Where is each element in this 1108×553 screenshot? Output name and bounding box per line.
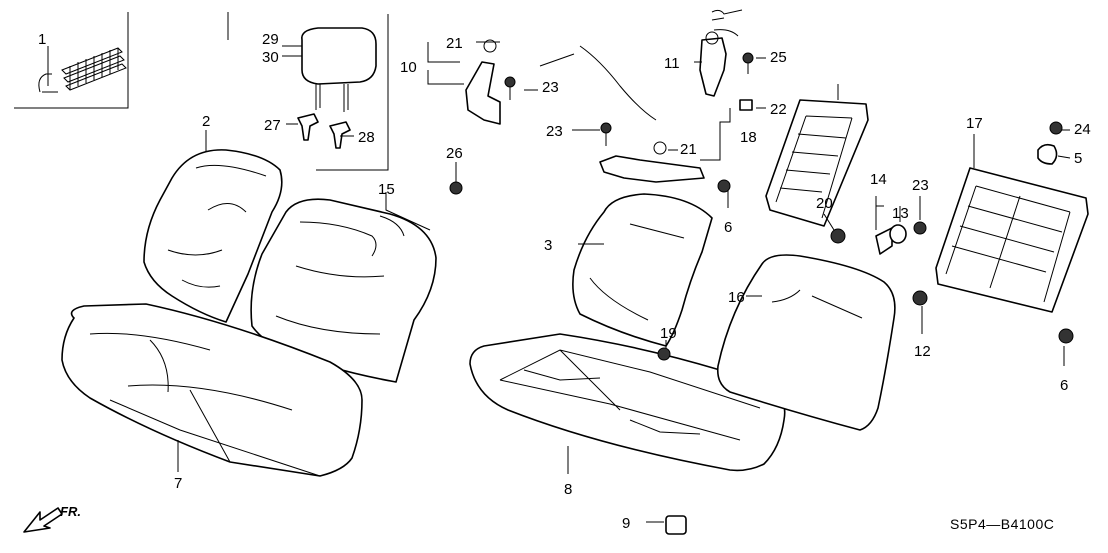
callout-1: 1: [38, 31, 46, 48]
callout-23a: 23: [542, 79, 559, 96]
callout-11: 11: [664, 55, 680, 72]
callout-20: 20: [816, 195, 833, 212]
callout-23b: 23: [546, 123, 563, 140]
inset-clip-box: [14, 12, 129, 109]
front-label: FR.: [60, 504, 81, 519]
callout-29: 29: [262, 31, 279, 48]
callout-21b: 21: [680, 141, 697, 158]
callout-25: 25: [770, 49, 787, 66]
diagram-code: S5P4—B4100C: [950, 516, 1054, 532]
part-16-seat-back-cover: [716, 254, 896, 431]
callout-26: 26: [446, 145, 463, 162]
callout-13: 13: [892, 205, 909, 222]
callout-18: 18: [740, 129, 757, 146]
part-3-seat-back-pad: [572, 193, 713, 347]
callout-2: 2: [202, 113, 210, 130]
part-17-seat-back-frame: [935, 167, 1089, 313]
callout-10: 10: [400, 59, 417, 76]
callout-7: 7: [174, 475, 182, 492]
callout-19: 19: [660, 325, 677, 342]
callout-3: 3: [544, 237, 552, 254]
callout-14: 14: [870, 171, 887, 188]
callout-28: 28: [358, 129, 375, 146]
callout-15: 15: [378, 181, 395, 198]
callout-6a: 6: [724, 219, 732, 236]
fastener-icons: [449, 52, 1074, 535]
part-8-seat-cushion-frame: [469, 333, 786, 472]
callout-labels: 1 2 3 5 6 6 7 8 9 10 11 12 13 14 15 16 1…: [38, 31, 1091, 532]
callout-22: 22: [770, 101, 787, 118]
callout-16: 16: [728, 289, 745, 306]
part-29-30-headrest: [301, 27, 377, 112]
part-2-seat-back-cover: [143, 149, 283, 323]
callout-21a: 21: [446, 35, 463, 52]
callout-30: 30: [262, 49, 279, 66]
callout-12: 12: [914, 343, 931, 360]
part-10-seat-back-hinge: [465, 39, 501, 125]
part-7-seat-cushion-cover: [61, 303, 363, 477]
callout-8: 8: [564, 481, 572, 498]
part-4-seat-back-frame: [765, 99, 869, 227]
part-18-release-cable: [539, 45, 705, 183]
callout-17: 17: [966, 115, 983, 132]
inset-headrest-box: [227, 12, 389, 171]
part-27-28-guides: [297, 113, 351, 149]
callout-5: 5: [1074, 150, 1082, 167]
arrow-down-left-icon: [23, 507, 63, 533]
callout-9: 9: [622, 515, 630, 532]
part-1-clip-set: [38, 47, 127, 93]
part-15-seat-back-pad: [250, 198, 437, 383]
callout-6b: 6: [1060, 377, 1068, 394]
callout-23c: 23: [912, 177, 929, 194]
callout-27: 27: [264, 117, 281, 134]
callout-24: 24: [1074, 121, 1091, 138]
part-11-trunk-lock: [699, 9, 743, 97]
leader-lines: [47, 41, 1071, 523]
front-direction-indicator: FR.: [23, 504, 81, 533]
